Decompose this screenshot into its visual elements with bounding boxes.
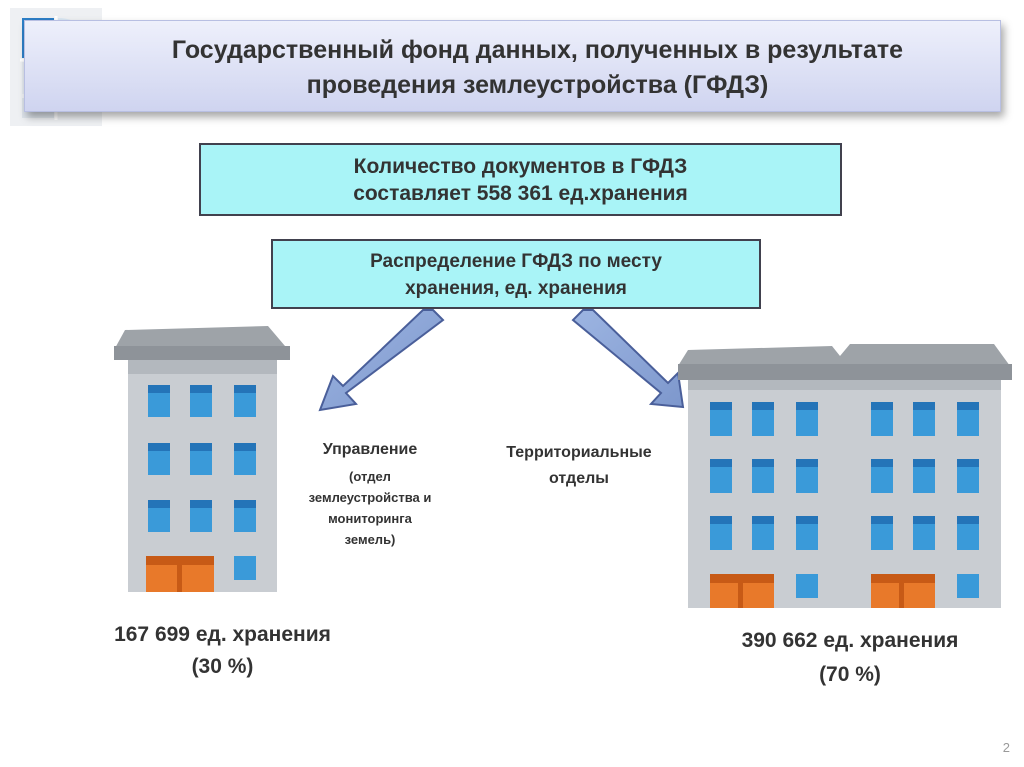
title-line-2: проведения землеустройства (ГФДЗ) xyxy=(306,71,769,99)
title-bar: Государственный фонд данных, полученных … xyxy=(24,20,1001,112)
left-sublabel-line-1: (отдел xyxy=(349,469,391,484)
left-branch-sublabel: (отдел землеустройства и мониторинга зем… xyxy=(282,466,458,550)
right-label-line-2: отделы xyxy=(549,470,609,487)
document-count-box: Количество документов в ГФДЗ составляет … xyxy=(199,143,842,216)
left-sublabel-line-4: земель) xyxy=(344,532,396,547)
distribution-line-2: хранения, ед. хранения xyxy=(405,278,627,299)
right-building-icon xyxy=(678,344,1012,608)
left-sublabel-line-3: мониторинга xyxy=(328,511,412,526)
right-amount-value: 390 662 ед. хранения xyxy=(741,629,959,652)
distribution-line-1: Распределение ГФДЗ по месту xyxy=(370,251,662,272)
count-line-1: Количество документов в ГФДЗ xyxy=(353,155,688,178)
left-amount-percent: (30 %) xyxy=(191,655,254,678)
arrow-down-right-icon xyxy=(571,309,685,409)
left-sublabel-line-2: землеустройства и xyxy=(308,490,432,505)
count-line-2: составляет 558 361 ед.хранения xyxy=(353,182,688,205)
arrow-down-left-icon xyxy=(318,309,445,412)
right-amount-percent: (70 %) xyxy=(819,663,881,686)
left-building-icon xyxy=(114,326,290,592)
distribution-box: Распределение ГФДЗ по месту хранения, ед… xyxy=(271,239,761,309)
left-amount-value: 167 699 ед. хранения xyxy=(114,623,331,646)
title-line-1: Государственный фонд данных, полученных … xyxy=(171,36,904,64)
left-branch-label: Управление xyxy=(322,441,418,458)
left-amount: 167 699 ед. хранения (30 %) xyxy=(70,619,375,683)
right-label-line-1: Территориальные xyxy=(506,444,652,461)
page-number: 2 xyxy=(1002,740,1010,755)
right-amount: 390 662 ед. хранения (70 %) xyxy=(700,624,1000,692)
right-branch-label: Территориальные отделы xyxy=(478,440,680,492)
page-title: Государственный фонд данных, полученных … xyxy=(85,33,990,103)
